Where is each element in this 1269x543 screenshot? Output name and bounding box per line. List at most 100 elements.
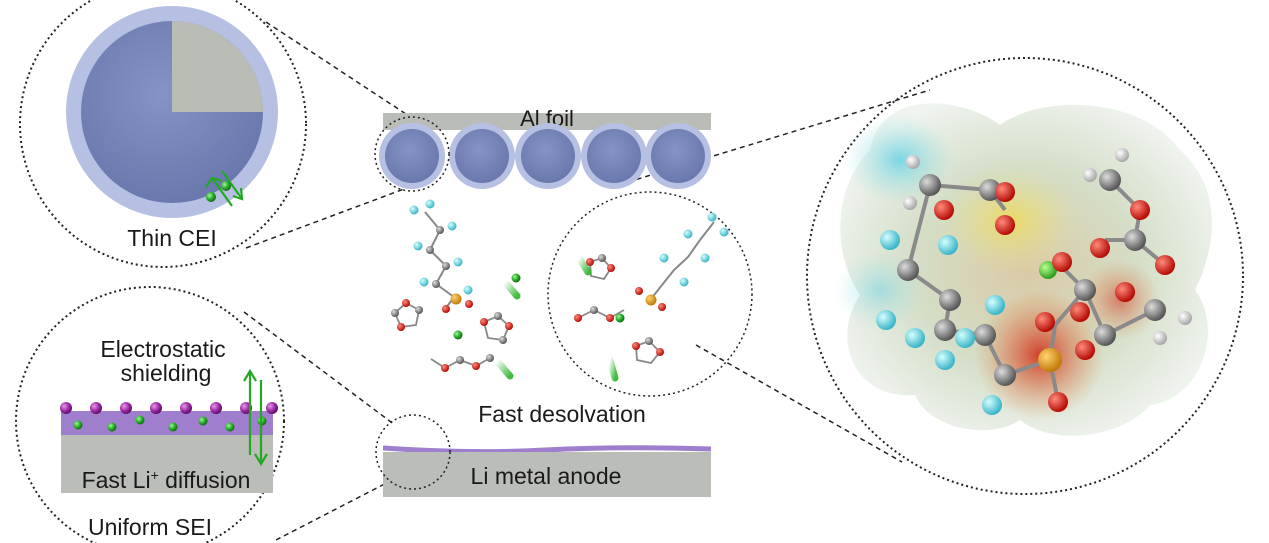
anode-sei-line [382, 445, 712, 455]
anion [120, 402, 132, 414]
fast-li-sup: + [151, 467, 159, 483]
sei-layer [61, 411, 273, 435]
fluorine-atom [463, 285, 473, 295]
li-ion [225, 422, 235, 432]
oxygen-atom [1090, 238, 1110, 258]
fluorine-atom [955, 328, 975, 348]
chain-carbons [426, 226, 450, 288]
li-metal-block [61, 435, 273, 493]
oxygen-atom [505, 322, 513, 330]
oxygen-atom [635, 287, 643, 295]
cathode-particle-core [587, 129, 641, 183]
hydrogen-atom [1153, 331, 1167, 345]
anion [150, 402, 162, 414]
hydrogen-atom [1178, 311, 1192, 325]
oxygen-atom [995, 182, 1015, 202]
li-ion [511, 273, 521, 283]
sei-zoom-outline [15, 286, 285, 543]
esp-zoom [806, 57, 1244, 495]
uniform-sei-label: Uniform SEI [88, 514, 212, 540]
li-ion [73, 420, 83, 430]
carbon-atom [1099, 169, 1121, 191]
anode-zoom-marker [375, 414, 451, 490]
oxygen-atom [656, 348, 664, 356]
carbon-atom [456, 356, 464, 364]
esp-zoom-outline [806, 57, 1244, 495]
carbon-atom [1144, 299, 1166, 321]
hydrogen-atom [1083, 168, 1097, 182]
li-ion [135, 415, 145, 425]
fluorine-atom [880, 230, 900, 250]
cathode-zoom-marker [374, 116, 450, 192]
fluorine-atom [447, 221, 457, 231]
fluorine-atom [679, 277, 689, 287]
cathode-particles [379, 123, 711, 189]
oxygen-atom [397, 323, 405, 331]
oxygen-atom [442, 305, 450, 313]
li-ion-trail [606, 356, 619, 382]
fluorine-atom [425, 199, 435, 209]
esp-atoms [876, 148, 1192, 415]
fluorine-atom [982, 395, 1002, 415]
solvation-zoom [547, 191, 753, 397]
oxygen-atom [1075, 340, 1095, 360]
fast-li-diffusion-label: Fast Li+ diffusion [82, 467, 251, 493]
double-arrow-icon [205, 170, 244, 207]
cathode-particle-core [455, 129, 509, 183]
zoom-connectors [243, 21, 931, 541]
hydrogen-atom [903, 196, 917, 210]
particle-cutaway [172, 21, 263, 112]
oxygen-atom [1052, 252, 1072, 272]
cathode-particle-core [385, 129, 439, 183]
oxygen-atom [574, 314, 582, 322]
carbon-atom [994, 364, 1016, 386]
li-ion [107, 422, 117, 432]
oxygen-atom [586, 258, 594, 266]
solvent-atoms [391, 299, 513, 372]
fluorine-atom [659, 253, 669, 263]
oxygen-atom [480, 318, 488, 326]
anion [180, 402, 192, 414]
oxygen-atom [465, 300, 473, 308]
shielding-label: shielding [121, 360, 212, 386]
double-arrow-icon [243, 368, 268, 467]
oxygen-atom [1035, 312, 1055, 332]
sei-li-ions [73, 415, 267, 432]
fluorine-atom [707, 212, 717, 222]
carbon-atom [391, 309, 399, 317]
sei-zoom: Electrostatic shielding [15, 286, 285, 543]
li-ion-trail [501, 278, 521, 300]
anion [266, 402, 278, 414]
carbon-atom [919, 174, 941, 196]
carbon-atom [499, 336, 507, 344]
carbon-atom [934, 319, 956, 341]
fluorine-atom [935, 350, 955, 370]
esp-surface-icon [835, 103, 1212, 436]
oxygen-atom [1130, 200, 1150, 220]
cathode-particle-core [521, 129, 575, 183]
oxygen-atom [472, 362, 480, 370]
carbon-atom [494, 312, 502, 320]
fluorine-atoms [409, 199, 473, 295]
carbon-atom [442, 262, 450, 270]
oxygen-atom [1070, 302, 1090, 322]
li-atom [1039, 261, 1057, 279]
fluorine-atom [409, 205, 419, 215]
sulfur-atom [450, 293, 462, 305]
carbon-atom [897, 259, 919, 281]
cei-zoom: Thin CEI [19, 0, 307, 268]
li-ion [615, 313, 625, 323]
sulfur-atom [645, 294, 657, 306]
solvation-zoom-outline [547, 191, 753, 397]
carbon-atom [1094, 324, 1116, 346]
oxygen-atom [632, 342, 640, 350]
oxygen-atom [606, 314, 614, 322]
carbon-atom [1124, 229, 1146, 251]
carbon-atom [426, 246, 434, 254]
oxygen-atom [658, 303, 666, 311]
electrostatic-label: Electrostatic [100, 336, 225, 362]
oxygen-atom [995, 215, 1015, 235]
li-ion-trail [575, 254, 592, 276]
oxygen-atom [441, 364, 449, 372]
